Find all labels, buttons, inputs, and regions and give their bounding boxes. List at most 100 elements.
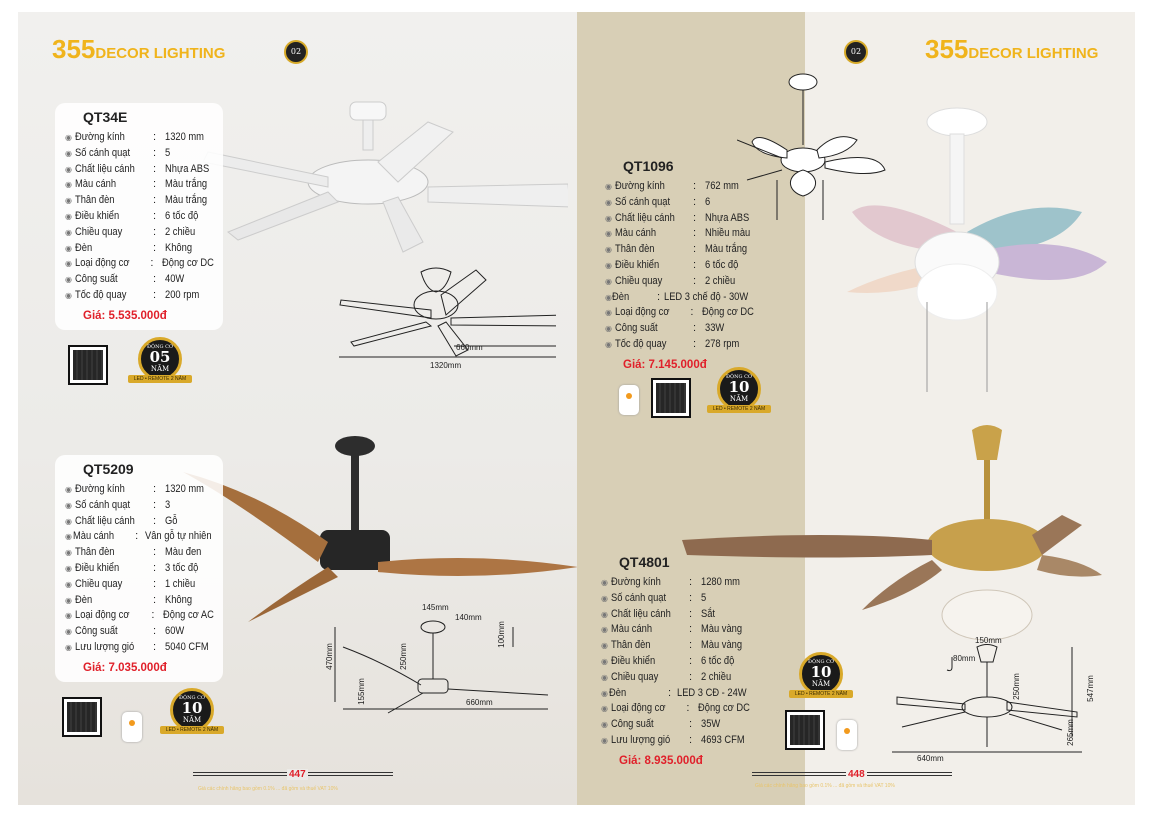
spec-row: ◉Tốc độ quay:278 rpm	[605, 337, 763, 353]
spec-label: Đường kính	[75, 131, 125, 143]
bullet-icon: ◉	[65, 211, 72, 221]
spec-label: Công suất	[611, 718, 654, 731]
spec-colon: :	[689, 639, 693, 652]
spec-row: ◉Số cánh quạt:5	[601, 591, 759, 607]
price: Giá: 7.145.000đ	[623, 358, 707, 371]
qr-code[interactable]	[62, 697, 102, 737]
spec-colon: :	[153, 483, 157, 495]
spec-label: Số cánh quạt	[75, 146, 131, 159]
spec-colon: :	[151, 609, 155, 622]
qr-code[interactable]	[785, 710, 825, 750]
spec-colon: :	[689, 670, 693, 683]
spec-label: Chiều quay	[75, 225, 123, 238]
bullet-icon: ◉	[601, 688, 608, 698]
spec-value: 762 mm	[705, 180, 739, 192]
spec-colon: :	[693, 258, 697, 271]
spec-label: Số cánh quạt	[611, 591, 667, 604]
bullet-icon: ◉	[605, 260, 612, 270]
spec-colon: :	[153, 514, 157, 527]
spec-label: Số cánh quạt	[75, 498, 131, 511]
bullet-icon: ◉	[605, 276, 612, 286]
spec-label: Công suất	[75, 625, 118, 638]
spec-value: 278 rpm	[705, 337, 740, 350]
bullet-icon: ◉	[605, 197, 612, 207]
spec-label: Loại động cơ	[74, 609, 130, 622]
spec-colon: :	[657, 290, 661, 303]
spec-label: Chất liệu cánh	[615, 211, 675, 224]
spec-value: Màu đen	[165, 546, 202, 559]
spec-label: Màu cánh	[75, 178, 117, 191]
spec-value: Không	[165, 241, 193, 254]
qr-code[interactable]	[68, 345, 108, 385]
spec-row: ◉Chất liệu cánh:Nhựa ABS	[65, 162, 223, 178]
spec-row: ◉Chiều quay:2 chiều	[601, 670, 759, 686]
spec-colon: :	[153, 273, 157, 286]
model-name: QT1096	[623, 158, 674, 174]
spec-value: 1320 mm	[165, 131, 204, 143]
bullet-icon: ◉	[65, 500, 72, 510]
spec-value: 1320 mm	[165, 483, 204, 495]
spec-colon: :	[153, 577, 157, 590]
spec-label: Chất liệu cánh	[611, 607, 671, 620]
spec-value: Màu trắng	[705, 243, 748, 256]
spec-label: Loại động cơ	[74, 257, 130, 270]
spec-value: 2 chiều	[165, 225, 196, 238]
dim-label: 145mm	[422, 603, 449, 612]
spec-row: ◉Đường kính:1320 mm	[65, 482, 223, 498]
spec-colon: :	[135, 530, 139, 543]
spec-value: 2 chiều	[705, 274, 736, 287]
spec-value: Nhiều màu	[705, 227, 751, 240]
fan-photo-qt5209	[183, 436, 578, 622]
spec-row: ◉Màu cánh:Vân gỗ tự nhiên	[65, 529, 223, 545]
spec-label: Chất liệu cánh	[75, 514, 135, 527]
spec-colon: :	[153, 209, 157, 222]
spec-value: 2 chiều	[701, 670, 732, 683]
spec-row: ◉Loại động cơ:Động cơ DC	[65, 256, 223, 272]
spec-card-qt4801: QT4801 ◉Đường kính:1280 mm◉Số cánh quạt:…	[591, 548, 759, 778]
brand-logo: 355DECOR LIGHTING	[52, 34, 226, 64]
bullet-icon: ◉	[601, 720, 608, 730]
spec-value: 5	[701, 591, 707, 604]
spec-colon: :	[153, 162, 157, 175]
spec-colon: :	[686, 702, 690, 715]
spec-colon: :	[153, 194, 157, 207]
dimension-diagram-qt34e	[339, 267, 556, 358]
bullet-icon: ◉	[601, 641, 608, 651]
spec-card-qt5209: QT5209 ◉Đường kính:1320 mm◉Số cánh quạt:…	[55, 455, 223, 682]
spec-value: LED 3 chế độ - 30W	[663, 290, 749, 303]
remote-icon	[122, 712, 142, 742]
spec-colon: :	[153, 241, 157, 254]
spec-label: Thân đèn	[75, 546, 115, 559]
left-page: 355DECOR LIGHTING 02 QT34E ◉Đường kính:1…	[18, 12, 578, 805]
spec-row: ◉Công suất:60W	[65, 624, 223, 640]
spec-row: ◉Thân đèn:Màu vàng	[601, 638, 759, 654]
bullet-icon: ◉	[601, 735, 608, 745]
spec-label: Thân đèn	[611, 639, 651, 652]
spec-row: ◉Thân đèn:Màu trắng	[65, 193, 223, 209]
model-name: QT5209	[83, 461, 134, 477]
spec-row: ◉Thân đèn:Màu trắng	[605, 242, 763, 258]
spec-value: Sắt	[701, 607, 716, 620]
spec-label: Lưu lượng gió	[611, 733, 671, 746]
spec-row: ◉Điều khiển:3 tốc độ	[65, 561, 223, 577]
spec-value: 6 tốc độ	[705, 258, 739, 271]
bullet-icon: ◉	[601, 704, 608, 714]
spec-label: Chất liệu cánh	[75, 162, 135, 175]
bullet-icon: ◉	[601, 609, 608, 619]
bullet-icon: ◉	[601, 672, 608, 682]
spec-colon: :	[689, 654, 693, 667]
spec-row: ◉Số cánh quạt:3	[65, 498, 223, 514]
spec-value: 40W	[165, 273, 185, 286]
model-name: QT34E	[83, 109, 128, 125]
spec-value: Động cơ DC	[701, 306, 754, 319]
spec-colon: :	[153, 225, 157, 238]
bullet-icon: ◉	[65, 275, 72, 285]
qr-code[interactable]	[651, 378, 691, 418]
spec-label: Lưu lượng gió	[75, 640, 135, 653]
spec-value: Nhựa ABS	[705, 211, 750, 224]
dim-label: 660mm	[466, 698, 493, 707]
spec-value: 3	[165, 498, 171, 511]
spec-colon: :	[693, 243, 697, 256]
